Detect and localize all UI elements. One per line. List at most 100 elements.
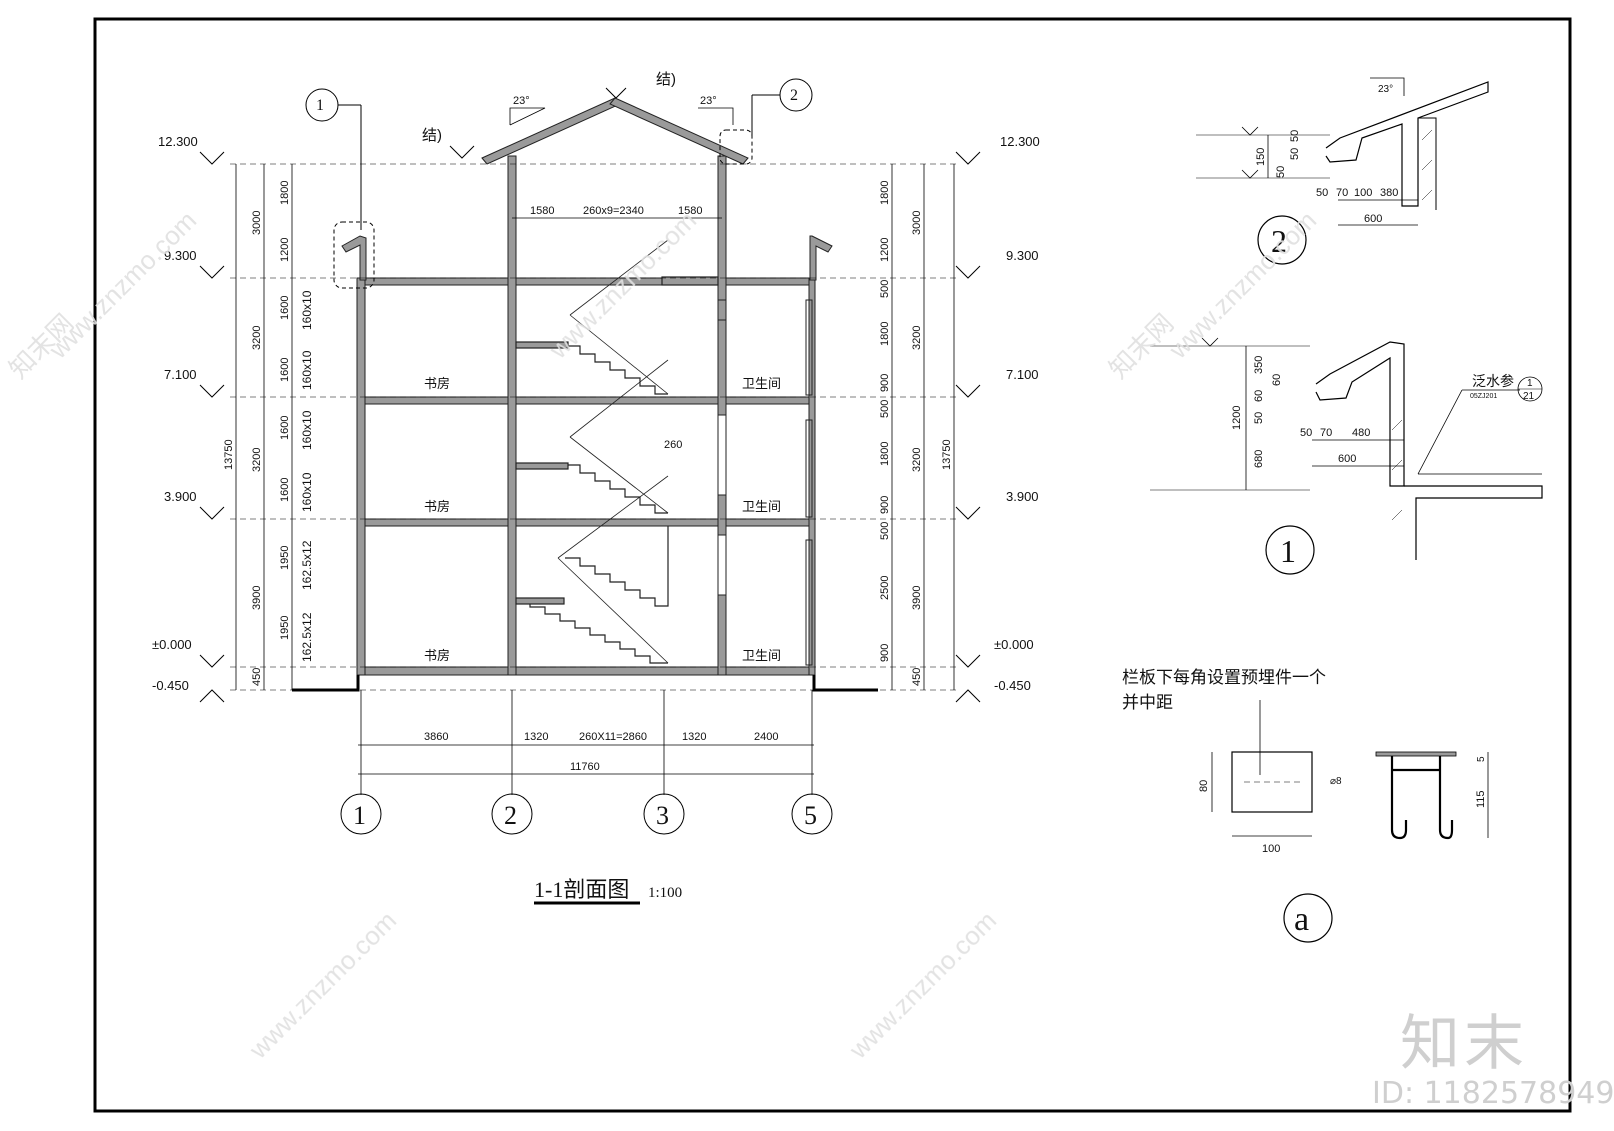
stair-flight-3 xyxy=(565,464,668,514)
detail1-dim-v50: 50 xyxy=(1253,412,1265,424)
ground-line-right xyxy=(812,675,878,692)
left-dim-3200-b: 3200 xyxy=(251,448,263,472)
bottom-dim-stair: 260X11=2860 xyxy=(579,731,647,743)
stair-rail-4 xyxy=(569,359,669,438)
elev-right-3900: 3.900 xyxy=(1006,489,1039,504)
elev-mark-right-3900 xyxy=(955,506,981,520)
detail-a-label: a xyxy=(1294,901,1309,938)
elev-right-0: ±0.000 xyxy=(994,637,1034,652)
left-dim-3000: 3000 xyxy=(251,211,263,235)
window-5-2 xyxy=(805,419,813,518)
stair-flight-4 xyxy=(565,345,668,395)
embed-plate xyxy=(1231,751,1313,813)
detail2-hatch-1 xyxy=(1421,129,1433,141)
stair-rail-3 xyxy=(569,436,669,514)
detail2-label: 2 xyxy=(1271,223,1287,259)
elev-mark-right-12300 xyxy=(955,151,981,165)
left-dim-1950-a: 1950 xyxy=(279,546,291,570)
detail-ref-label-1: 1 xyxy=(316,97,324,114)
detail1-dim-v1200: 1200 xyxy=(1231,406,1243,430)
elev-mark-left-3900 xyxy=(199,506,225,520)
slab-level-7100 xyxy=(357,396,815,405)
detail2-hatch-2 xyxy=(1421,159,1433,171)
axis-bubble-5 xyxy=(791,793,833,835)
left-dim-total: 13750 xyxy=(223,439,235,470)
detail2-angle-mark xyxy=(1370,77,1405,96)
axis-label-2: 2 xyxy=(504,801,517,830)
detail1-dim-h600: 600 xyxy=(1338,453,1356,465)
slab-ground xyxy=(357,666,815,676)
right-dim-500-a: 500 xyxy=(879,280,891,298)
detail1-dim-h50: 50 xyxy=(1300,427,1312,439)
stair-rail-6 xyxy=(569,239,669,316)
axis-bubble-1 xyxy=(340,793,382,835)
detail2-dim-v50b: 50 xyxy=(1289,148,1301,160)
detail1-ref-top: 1 xyxy=(1527,378,1533,389)
watermark-site-4: www.znzmo.com xyxy=(242,905,402,1065)
roof-left-slope xyxy=(481,97,621,165)
detail-ref-label-2: 2 xyxy=(790,87,798,104)
parapet-left xyxy=(341,235,367,281)
detail-a-note-2: 并中距 xyxy=(1122,693,1173,712)
left-dim-1600-b: 1600 xyxy=(279,358,291,382)
elev-left-0: ±0.000 xyxy=(152,637,192,652)
axis-bubble-3 xyxy=(643,793,685,835)
window-5-3 xyxy=(805,539,813,666)
stair-flight-2 xyxy=(565,526,669,607)
detail2-eave-outline xyxy=(1325,81,1489,207)
detail2-dim-v50a: 50 xyxy=(1289,130,1301,142)
right-dim-900-c: 900 xyxy=(879,644,891,662)
right-dim-900-b: 900 xyxy=(879,496,891,514)
axis-label-5: 5 xyxy=(804,801,817,830)
window-4-2 xyxy=(717,414,727,496)
roof-note-left: 结) xyxy=(422,127,442,144)
detail2-elev-mark-2 xyxy=(1241,169,1259,179)
window-4-1 xyxy=(717,299,727,321)
right-dim-450: 450 xyxy=(911,668,923,686)
tread-dim: 260 xyxy=(664,439,682,451)
detail1-parapet-outline xyxy=(1315,341,1405,487)
id-watermark: ID: 1182578949 xyxy=(1372,1076,1614,1111)
window-4-3 xyxy=(717,534,727,596)
room-bath-3: 卫生间 xyxy=(742,376,781,391)
roof-note-mark-left xyxy=(449,145,475,159)
detail-1 xyxy=(1150,337,1543,575)
elev-mark-right-7100 xyxy=(955,384,981,398)
slab-roof-terrace xyxy=(357,277,815,286)
detail1-hatch-2 xyxy=(1391,459,1403,471)
stair-steps-1: 160x10 xyxy=(300,290,314,330)
drawing-frame xyxy=(93,17,1572,1113)
brand-watermark: 知末 xyxy=(1400,1009,1528,1079)
elev-left-12300: 12.300 xyxy=(158,134,198,149)
top-dim-1580-right: 1580 xyxy=(678,205,702,217)
detail1-dim-h70: 70 xyxy=(1320,427,1332,439)
detail2-wall-hatch xyxy=(1418,117,1437,210)
top-dim-stair: 260x9=2340 xyxy=(583,205,644,217)
left-dim-450: 450 xyxy=(251,668,263,686)
right-dim-3900: 3900 xyxy=(911,586,923,610)
section-labels: 12.300 9.300 7.100 3.900 ±0.000 -0.450 1… xyxy=(152,71,1040,902)
roof-angle-left-label: 23° xyxy=(513,95,530,107)
stair-steps-4: 160x10 xyxy=(300,472,314,512)
room-bath-2: 卫生间 xyxy=(742,499,781,514)
detail-a-dim-5: 5 xyxy=(1476,756,1487,762)
elev-mark-left-neg450 xyxy=(199,689,225,703)
right-dim-1800: 1800 xyxy=(879,181,891,205)
room-study-2: 书房 xyxy=(424,499,450,514)
detail1-dim-h480: 480 xyxy=(1352,427,1370,439)
detail2-dim-h380: 380 xyxy=(1380,187,1398,199)
section-scale: 1:100 xyxy=(648,885,682,901)
detail1-ref-code: 05ZJ201 xyxy=(1470,393,1497,400)
watermark-site-3: www.znzmo.com xyxy=(1162,205,1322,365)
detail2-dim-h50: 50 xyxy=(1316,187,1328,199)
detail2-bubble xyxy=(1257,215,1307,265)
stair-steps-2: 160x10 xyxy=(300,350,314,390)
right-dim-1800-b: 1800 xyxy=(879,322,891,346)
stair-landing-2 xyxy=(515,462,569,470)
right-dim-total: 13750 xyxy=(941,439,953,470)
detail-a-dim-80: 80 xyxy=(1198,780,1210,792)
detail1-hatch-3 xyxy=(1391,509,1403,521)
detail1-dim-v680: 680 xyxy=(1253,450,1265,468)
stair-steps-6: 162.5x12 xyxy=(300,612,314,662)
